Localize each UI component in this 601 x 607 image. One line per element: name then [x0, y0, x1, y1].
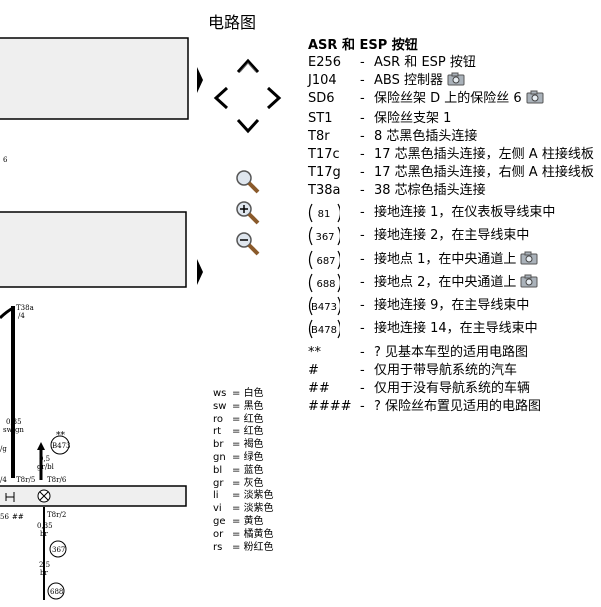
diagram-label-g367: 367	[52, 546, 65, 554]
diagram-label-w2-color: gr/bl	[37, 463, 55, 471]
svg-text:688: 688	[316, 279, 335, 290]
next-page-arrow-icon[interactable]	[196, 258, 204, 286]
camera-icon[interactable]	[520, 274, 538, 288]
diagram-label-w1-size: 0,35	[6, 418, 22, 426]
ground-symbol-icon: B473	[308, 296, 340, 316]
ground-symbol-icon: 688	[308, 273, 340, 293]
diagram-label-w4-size: 2,5	[39, 561, 50, 569]
diagram-label-w3-color: br	[40, 530, 48, 538]
wire-color-item: vi= 淡紫色	[213, 503, 274, 515]
zoom-fit-icon[interactable]	[234, 168, 262, 194]
zoom-in-icon[interactable]	[234, 199, 262, 225]
wire-color-item: ro= 红色	[213, 413, 264, 425]
camera-icon[interactable]	[447, 72, 465, 86]
pan-right-icon[interactable]	[266, 86, 282, 110]
diagram-label-w2-size: 0,5	[39, 455, 50, 463]
diagram-label-hash: ##	[12, 513, 24, 521]
page-title: 电路图	[208, 13, 257, 32]
wire-color-legend: ws= 白色 sw= 黑色 ro= 红色 rt= 红色 br= 褐色 gn= 绿…	[213, 388, 274, 554]
pan-left-icon[interactable]	[213, 86, 229, 110]
circuit-diagram: 6 T38a /4 0,35 sw/gn /g ** B473 0,5 gr/b…	[0, 37, 189, 600]
zoom-out-icon[interactable]	[234, 230, 262, 256]
component-box-top	[0, 37, 189, 120]
camera-icon[interactable]	[520, 251, 538, 265]
diagram-label-t8r6: T8r/6	[47, 476, 67, 484]
wire-color-item: rt= 红色	[213, 426, 264, 438]
arrow-up	[37, 442, 45, 450]
ground-367-diagram	[49, 540, 67, 558]
ground-b473-diagram	[50, 435, 70, 455]
lamp-cross	[39, 491, 49, 501]
svg-text:687: 687	[316, 256, 335, 267]
ground-symbol-icon: 367	[308, 226, 340, 246]
wire-color-item: rs= 粉红色	[213, 541, 274, 553]
diagram-label-w1-color: sw/gn	[3, 426, 24, 434]
pan-down-icon[interactable]	[236, 118, 260, 134]
diagram-label-w3-size: 0,35	[37, 522, 53, 530]
wire-color-item: li= 淡紫色	[213, 490, 274, 502]
ground-688-diagram	[47, 582, 65, 600]
diagram-label-g688: 688	[50, 588, 63, 596]
diagram-label-n4: /4	[0, 476, 7, 484]
switch-symbol	[5, 492, 15, 502]
svg-text:B473: B473	[311, 302, 337, 313]
wire-color-item: gr= 灰色	[213, 477, 264, 489]
ground-symbol-icon: B478	[308, 319, 340, 339]
wire-color-item: ws= 白色	[213, 388, 264, 399]
ground-symbol-icon: 687	[308, 250, 340, 270]
diagram-label-t38a: T38a	[16, 304, 34, 312]
wire-color-item: gn= 绿色	[213, 451, 264, 463]
legend-title: ASR 和 ESP 按钮	[308, 38, 418, 53]
wire-color-item: or= 橘黄色	[213, 528, 274, 540]
component-legend: ASR 和 ESP 按钮 E256- ASR 和 ESP 按钮 J104- AB…	[308, 38, 601, 414]
diagram-label-frag6: 6	[3, 156, 8, 164]
next-page-arrow-icon[interactable]	[196, 66, 204, 94]
pan-up-icon[interactable]	[236, 58, 260, 74]
ground-symbol-icon: 81	[308, 203, 340, 223]
wire-color-item: sw= 黑色	[213, 400, 264, 412]
component-box-middle	[0, 211, 187, 288]
camera-icon[interactable]	[526, 90, 544, 104]
wire-stub	[0, 306, 14, 320]
diagram-label-t38a-pin: /4	[18, 312, 25, 320]
diagram-label-t8r5: T8r/5	[16, 476, 35, 484]
diagram-label-n56: 56	[0, 513, 9, 521]
wire-color-item: ge= 黄色	[213, 515, 264, 527]
svg-text:81: 81	[318, 209, 331, 220]
component-box-switch	[0, 485, 187, 507]
svg-text:B478: B478	[311, 325, 337, 336]
diagram-label-b473: B473	[52, 442, 71, 450]
wire-color-item: br= 褐色	[213, 439, 264, 451]
wire-color-item: bl= 蓝色	[213, 464, 264, 476]
diagram-label-frag-g: /g	[0, 445, 7, 453]
svg-text:367: 367	[315, 232, 334, 243]
diagram-label-w4-color: br	[40, 569, 48, 577]
diagram-label-t8r2: T8r/2	[47, 511, 66, 519]
